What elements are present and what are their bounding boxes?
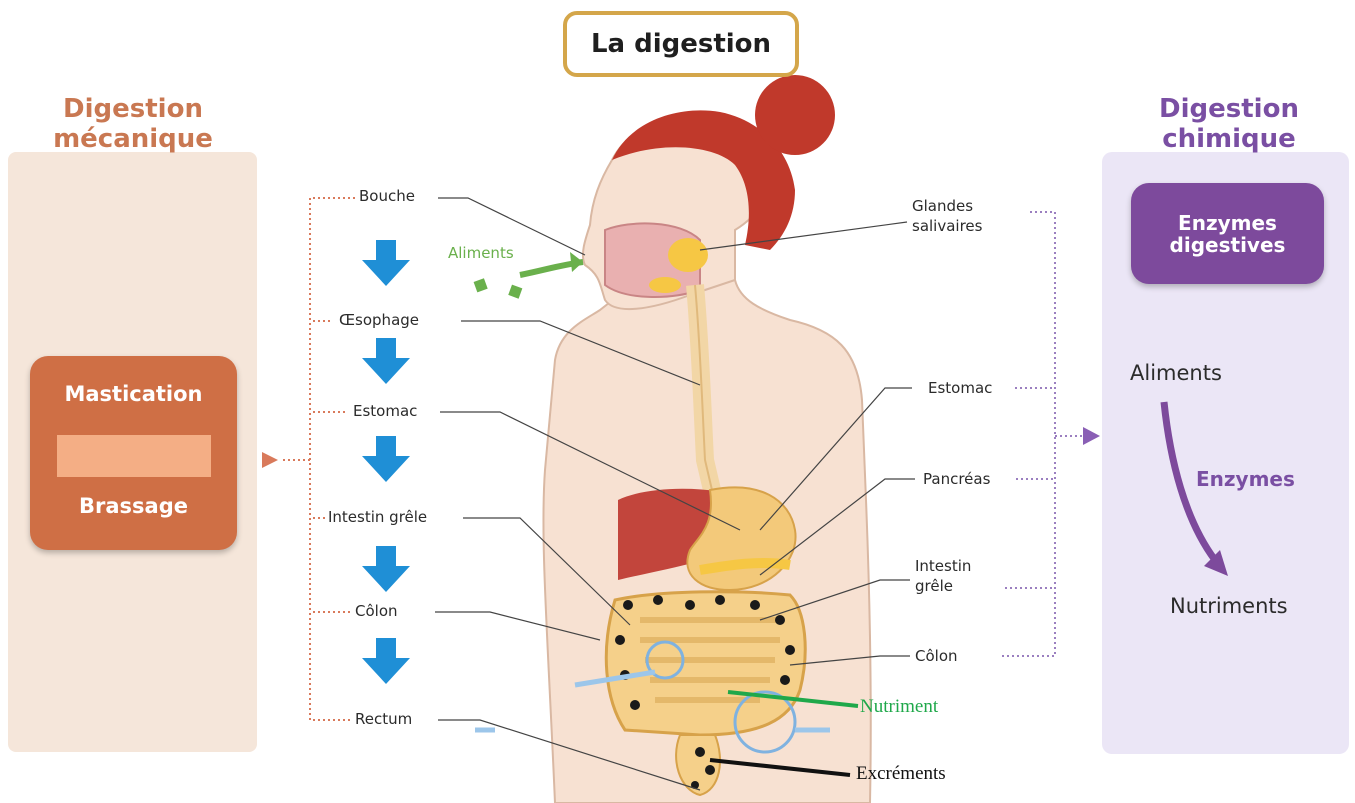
- mechanical-divider: [57, 435, 211, 477]
- nutriment-annotation: Nutriment: [860, 696, 938, 718]
- brassage-label: Brassage: [30, 494, 237, 518]
- chem-aliments-label: Aliments: [1130, 361, 1222, 385]
- chemical-heading: Digestion chimique: [1124, 94, 1334, 154]
- mechanical-heading: Digestion mécanique: [28, 94, 238, 154]
- page-title: La digestion: [563, 11, 799, 77]
- food-piece: [474, 278, 488, 292]
- organ-label-intestin: Intestin grêle: [328, 508, 427, 526]
- organ-label-rectum: Rectum: [355, 710, 412, 728]
- salivary-gland: [668, 238, 708, 272]
- organ-label-intestin-right: Intestin grêle: [915, 556, 985, 596]
- organ-label-glandes: Glandes salivaires: [912, 196, 1022, 236]
- enzymes-box: Enzymes digestives: [1131, 183, 1324, 284]
- organ-label-bouche: Bouche: [359, 187, 415, 205]
- to-mechanical-arrow: [262, 452, 278, 468]
- food-arrow-head: [570, 252, 583, 272]
- to-chemical-arrow: [1083, 427, 1100, 445]
- organ-label-pancreas: Pancréas: [923, 469, 990, 489]
- hair-bun: [755, 75, 835, 155]
- large-intestine: [606, 592, 805, 735]
- right-dotted-bracket: [1000, 212, 1083, 656]
- left-dotted-bracket: [280, 198, 355, 720]
- chem-enzymes-label: Enzymes: [1196, 467, 1295, 491]
- food-label: Aliments: [448, 244, 514, 262]
- salivary-gland: [649, 277, 681, 293]
- organ-label-estomac-right: Estomac: [928, 378, 992, 398]
- organ-label-colon: Côlon: [355, 602, 398, 620]
- mastication-label: Mastication: [30, 382, 237, 406]
- organ-label-colon-right: Côlon: [915, 646, 958, 666]
- chem-nutriments-label: Nutriments: [1170, 594, 1288, 618]
- organ-label-oesophage: Œsophage: [339, 311, 419, 329]
- organ-label-estomac: Estomac: [353, 402, 417, 420]
- food-piece: [508, 285, 522, 299]
- excrements-annotation: Excréments: [856, 763, 946, 785]
